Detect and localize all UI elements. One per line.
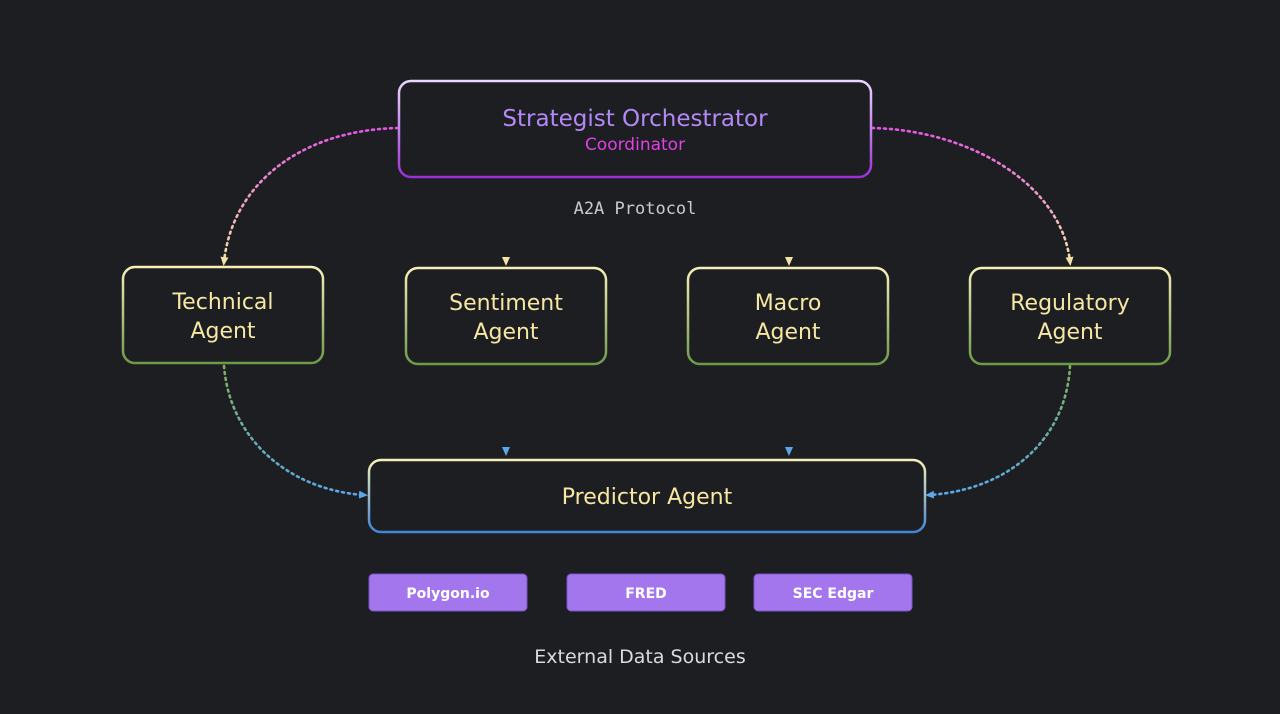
orchestrator-title: Strategist Orchestrator (502, 106, 768, 132)
agent-label-line2: Agent (1037, 320, 1102, 345)
edges-orchestrator-to-agents (220, 126, 1074, 266)
predictor-node: Predictor Agent (367, 458, 927, 534)
data-source-chip-fred: FRED (566, 573, 726, 612)
agent-node-regulatory: Regulatory Agent (968, 266, 1172, 366)
agent-node-sentiment: Sentiment Agent (404, 266, 608, 366)
agent-label-line2: Agent (755, 320, 820, 345)
agent-node-macro: Macro Agent (686, 266, 890, 366)
data-source-chip-polygon: Polygon.io (368, 573, 528, 612)
data-source-chip-sec-edgar: SEC Edgar (753, 573, 913, 612)
orchestrator-node: Strategist Orchestrator Coordinator (397, 79, 873, 179)
agent-label-line1: Sentiment (449, 291, 563, 316)
agent-node-technical: Technical Agent (121, 265, 325, 365)
protocol-label: A2A Protocol (574, 199, 697, 219)
agent-label-line1: Technical (171, 290, 273, 315)
edge-technical-predictor (222, 364, 368, 499)
agent-label-line2: Agent (190, 319, 255, 344)
data-source-label: Polygon.io (406, 586, 490, 602)
edges-agents-to-predictor (222, 364, 1072, 499)
edge-regulatory-predictor (925, 364, 1072, 499)
data-source-label: SEC Edgar (793, 586, 874, 602)
edge-orchestrator-regulatory (870, 126, 1074, 266)
external-data-sources-label: External Data Sources (534, 646, 745, 668)
agent-label-line1: Regulatory (1010, 291, 1130, 316)
predictor-label: Predictor Agent (562, 485, 733, 510)
orchestrator-subtitle: Coordinator (585, 135, 685, 155)
agent-label-line1: Macro (755, 291, 822, 316)
data-source-label: FRED (625, 586, 667, 602)
edge-orchestrator-technical (220, 126, 400, 266)
agent-label-line2: Agent (473, 320, 538, 345)
